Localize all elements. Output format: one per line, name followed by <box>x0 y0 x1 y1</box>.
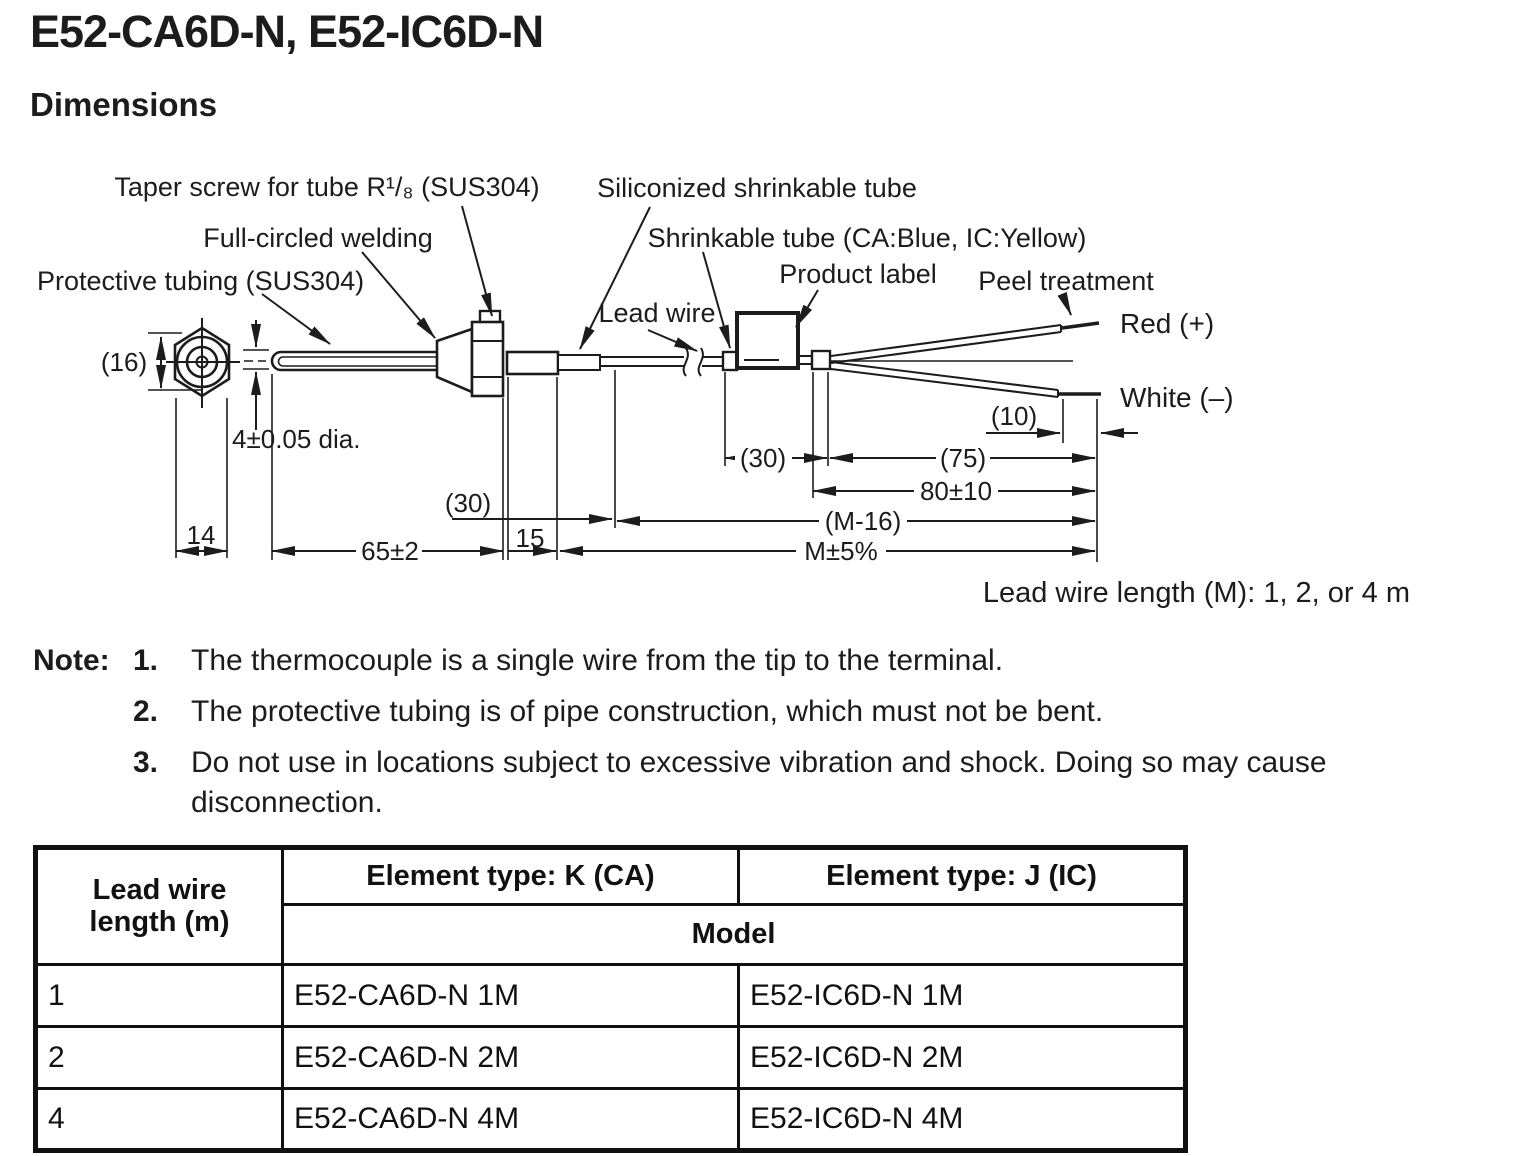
cell-length: 1 <box>34 963 284 1028</box>
wire-fork-drawing <box>830 321 1101 398</box>
cell-j-model: E52-IC6D-N 1M <box>737 963 1187 1028</box>
table-header-row-2: Model <box>36 903 1187 966</box>
callout-siliconized-tube: Siliconized shrinkable tube <box>597 173 917 203</box>
dim-tube-dia: 4±0.05 dia. <box>232 424 360 454</box>
dim-15: 15 <box>516 523 545 553</box>
callout-taper-screw: Taper screw for tube R¹/₈ (SUS304) <box>114 172 539 202</box>
callout-product-label: Product label <box>779 259 937 289</box>
dim-m16: (M-16) <box>825 506 902 536</box>
cell-k-model: E52-CA6D-N 1M <box>281 963 740 1028</box>
cell-length: 4 <box>34 1087 284 1152</box>
cell-j-model: E52-IC6D-N 2M <box>737 1025 1187 1090</box>
col-header-element-j: Element type: J (IC) <box>737 846 1187 906</box>
dimension-diagram: Taper screw for tube R¹/₈ (SUS304) Full-… <box>37 172 1410 609</box>
callout-protective-tubing: Protective tubing (SUS304) <box>37 266 364 296</box>
cell-length: 2 <box>34 1025 284 1090</box>
note-label: Note: <box>33 644 110 677</box>
note-number: 3. <box>133 746 159 779</box>
col-header-element-k: Element type: K (CA) <box>281 846 740 906</box>
dim-14: 14 <box>187 520 216 550</box>
dim-label-masks <box>356 445 998 564</box>
note-number: 1. <box>133 644 159 677</box>
extension-lines <box>148 332 1098 562</box>
table-row: 1 E52-CA6D-N 1M E52-IC6D-N 1M <box>34 963 1187 1028</box>
dim-30-left: (30) <box>445 488 491 518</box>
note-number: 2. <box>133 695 159 728</box>
note-item-1: Note: 1. The thermocouple is a single wi… <box>33 641 1503 681</box>
red-wire-label: Red (+) <box>1120 308 1214 339</box>
section-heading: Dimensions <box>30 86 218 123</box>
lead-wire-length-caption: Lead wire length (M): 1, 2, or 4 m <box>983 577 1410 609</box>
dim-m5: M±5% <box>804 536 878 566</box>
dim-80: 80±10 <box>920 476 992 506</box>
note-text: The protective tubing is of pipe constru… <box>191 695 1104 728</box>
table-row: 4 E52-CA6D-N 4M E52-IC6D-N 4M <box>34 1087 1187 1152</box>
dim-16: (16) <box>101 347 147 377</box>
dim-30-mid: (30) <box>740 443 786 473</box>
protective-tube-drawing <box>244 350 445 372</box>
callout-welding: Full-circled welding <box>203 223 433 253</box>
page-title: E52-CA6D-N, E52-IC6D-N <box>30 6 544 57</box>
cell-k-model: E52-CA6D-N 4M <box>281 1087 740 1152</box>
note-text: The thermocouple is a single wire from t… <box>191 644 1004 677</box>
notes-block: Note: 1. The thermocouple is a single wi… <box>33 641 1503 834</box>
product-label-drawing <box>735 311 832 371</box>
callout-lead-wire: Lead wire <box>598 298 715 328</box>
callout-peel-treatment: Peel treatment <box>978 266 1154 296</box>
taper-screw-drawing <box>435 309 505 398</box>
cell-k-model: E52-CA6D-N 2M <box>281 1025 740 1090</box>
callout-shrinkable-tube: Shrinkable tube (CA:Blue, IC:Yellow) <box>648 223 1087 253</box>
dim-10: (10) <box>991 401 1037 431</box>
dim-75: (75) <box>940 443 986 473</box>
col-header-lead-wire-length: Lead wire length (m) <box>34 846 284 966</box>
white-wire-label: White (–) <box>1120 382 1234 413</box>
table-row: 2 E52-CA6D-N 2M E52-IC6D-N 2M <box>34 1025 1187 1090</box>
note-item-2: 2. The protective tubing is of pipe cons… <box>33 692 1503 732</box>
note-item-3: 3. Do not use in locations subject to ex… <box>33 743 1503 823</box>
shrink-tube-and-wire-drawing <box>505 347 739 377</box>
note-text: Do not use in locations subject to exces… <box>191 746 1327 819</box>
dim-65: 65±2 <box>361 536 419 566</box>
table-header-row-1: Lead wire length (m) Element type: K (CA… <box>34 846 1187 966</box>
hex-end-view <box>166 318 240 408</box>
cell-j-model: E52-IC6D-N 4M <box>737 1087 1187 1152</box>
leader-lines <box>261 205 1072 352</box>
model-selection-table: Lead wire length (m) Element type: K (CA… <box>33 845 1188 1153</box>
col-header-model: Model <box>281 903 1187 966</box>
